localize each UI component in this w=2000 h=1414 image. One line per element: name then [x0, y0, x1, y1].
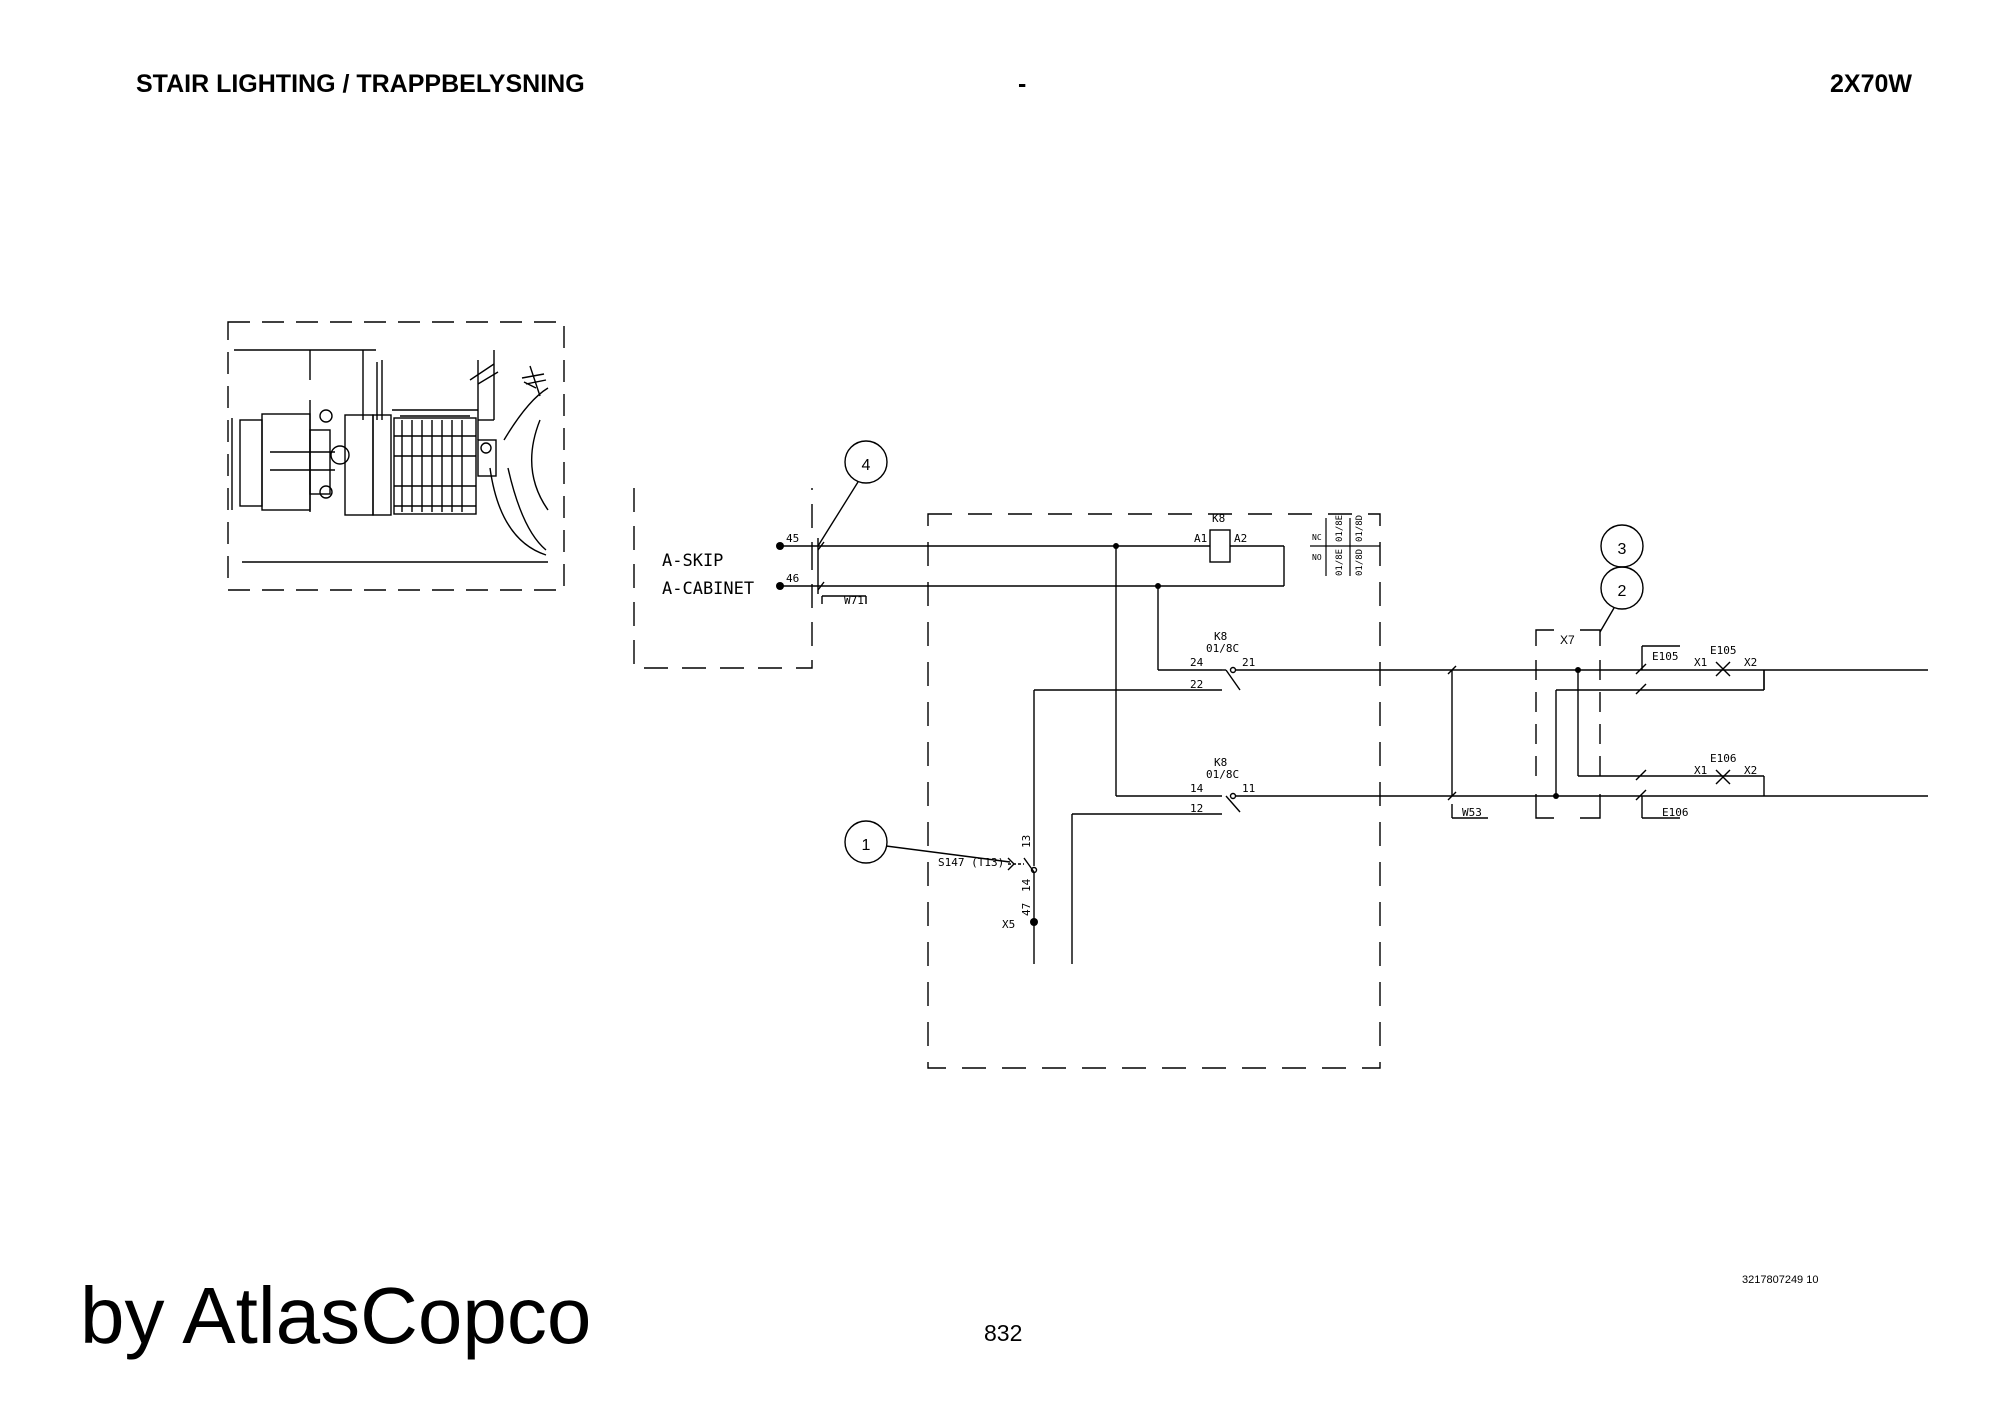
callout-bubble-4 [844, 440, 888, 484]
relay-ref-nc-2: 01/8D [1355, 515, 1365, 542]
contact2-12: 12 [1190, 802, 1203, 815]
relay-ref-nc-1: 01/8E [1335, 515, 1345, 542]
contact1-tag: K8 [1214, 630, 1227, 643]
contact2-tag: K8 [1214, 756, 1227, 769]
relay-ref-no-2: 01/8D [1355, 549, 1365, 576]
relay-nc: NC [1312, 533, 1322, 542]
terminal-45: 45 [786, 532, 799, 545]
relay-a1: A1 [1194, 532, 1207, 545]
brand-footer: by AtlasCopco [80, 1271, 592, 1360]
switch-14: 14 [1020, 878, 1033, 892]
switch-13: 13 [1020, 835, 1033, 848]
page-title: STAIR LIGHTING / TRAPPBELYSNING [136, 70, 585, 98]
e105-x1: X1 [1694, 656, 1707, 669]
e106-tag: E106 [1710, 752, 1737, 765]
relay-tag: K8 [1212, 512, 1225, 525]
contact1-22: 22 [1190, 678, 1203, 691]
contact-k8-1 [1225, 669, 1241, 691]
contact2-14: 14 [1190, 782, 1204, 795]
callout-4: 4 [862, 457, 871, 474]
contact1-24: 24 [1190, 656, 1204, 669]
contact1-ref: 01/8C [1206, 642, 1239, 655]
contact2-ref: 01/8C [1206, 768, 1239, 781]
contact2-11: 11 [1242, 782, 1255, 795]
e106-x2: X2 [1744, 764, 1757, 777]
page-number: 832 [984, 1320, 1023, 1346]
switch-x5: X5 [1002, 918, 1015, 931]
callout-bubble-2 [1600, 566, 1644, 610]
cabinet-name-2: A-CABINET [662, 579, 754, 599]
relay-a2: A2 [1234, 532, 1247, 545]
junction-box [927, 513, 1381, 1069]
e105-tag: E105 [1710, 644, 1737, 657]
contact-k8-2 [1225, 795, 1241, 813]
cabinet-box [633, 488, 813, 669]
cabinet-name-1: A-SKIP [662, 551, 723, 571]
document-number: 3217807249 10 [1742, 1274, 1819, 1286]
cable-w53: W53 [1462, 806, 1482, 819]
terminal-46: 46 [786, 572, 799, 585]
contact1-21: 21 [1242, 656, 1255, 669]
switch-tag: S147 (T13) [938, 856, 1004, 869]
e106-cable: E106 [1662, 806, 1689, 819]
callout-1: 1 [862, 837, 871, 854]
switch-s147 [1023, 857, 1035, 873]
terminal-block-x7-bracket [1535, 629, 1601, 819]
power-rating: 2X70W [1830, 70, 1912, 98]
relay-coil-k8 [1209, 529, 1231, 563]
switch-47: 47 [1020, 903, 1033, 916]
e105-x2: X2 [1744, 656, 1757, 669]
cable-w71: W71 [844, 594, 864, 607]
e106-x1: X1 [1694, 764, 1707, 777]
callout-bubble-1 [844, 820, 888, 864]
e105-cable: E105 [1652, 650, 1679, 663]
callout-3: 3 [1618, 541, 1627, 558]
relay-ref-no-1: 01/8E [1335, 549, 1345, 576]
machine-location-sketch [227, 321, 565, 591]
x7-label: X7 [1560, 633, 1575, 647]
header-separator: - [1018, 70, 1027, 98]
relay-no: NO [1312, 553, 1322, 562]
callout-2: 2 [1618, 583, 1627, 600]
